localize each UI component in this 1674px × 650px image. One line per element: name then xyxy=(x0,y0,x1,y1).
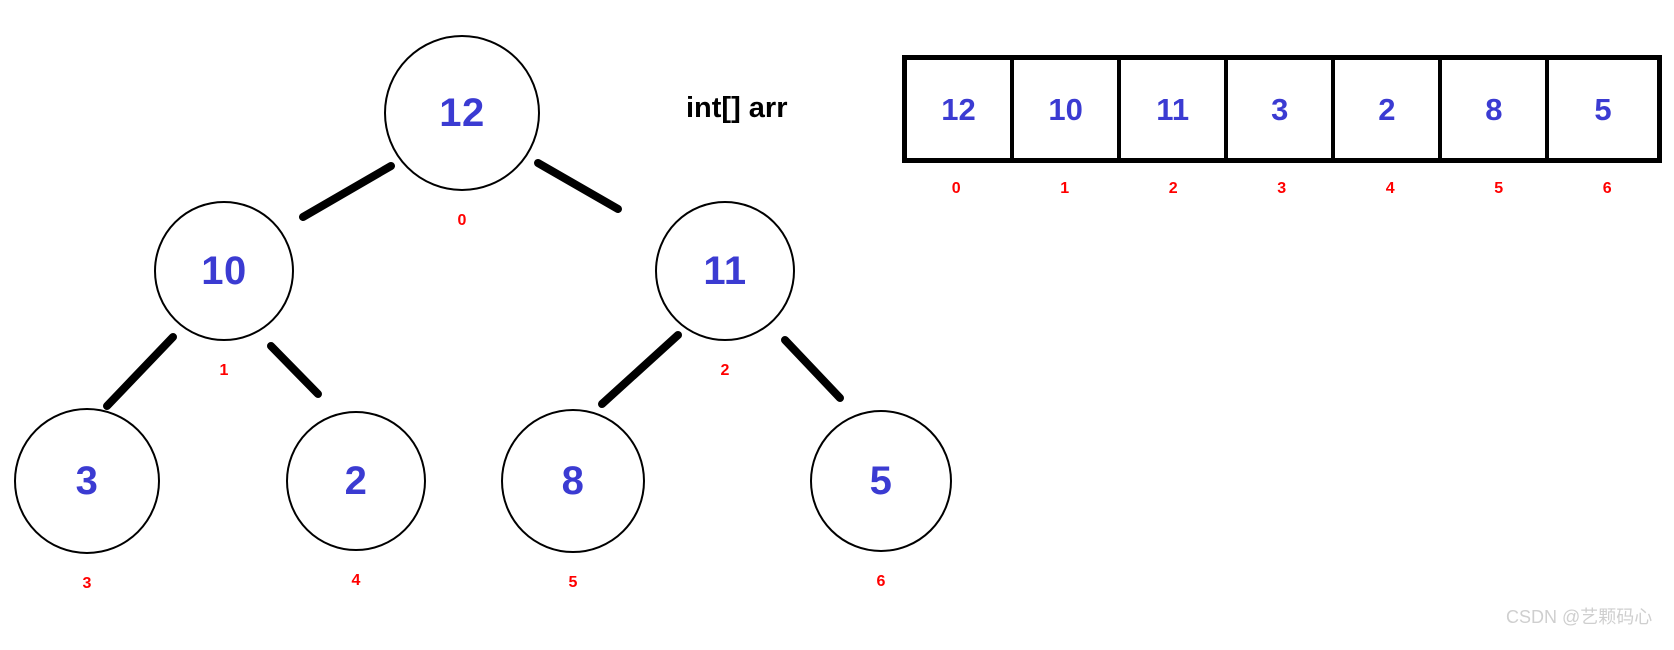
tree-node-2: 11 xyxy=(655,201,795,341)
array-cell-5: 8 xyxy=(1442,60,1550,158)
tree-node-4: 2 xyxy=(286,411,426,551)
array-cell-1: 10 xyxy=(1014,60,1122,158)
array-index-1: 1 xyxy=(1060,180,1070,197)
tree-edge-1-4 xyxy=(267,342,322,398)
tree-node-index-0: 0 xyxy=(457,212,467,229)
array-index-2: 2 xyxy=(1168,180,1178,197)
tree-node-value: 12 xyxy=(439,91,485,135)
array-cell-value: 10 xyxy=(1048,91,1083,127)
tree-node-index-1: 1 xyxy=(219,362,229,379)
array-index-6: 6 xyxy=(1602,180,1612,197)
tree-node-6: 5 xyxy=(810,410,952,552)
array-cell-4: 2 xyxy=(1335,60,1443,158)
tree-node-value: 2 xyxy=(344,459,368,503)
array-cell-value: 2 xyxy=(1378,91,1396,127)
tree-node-index-3: 3 xyxy=(82,575,92,592)
tree-node-index-2: 2 xyxy=(720,362,730,379)
tree-node-value: 10 xyxy=(201,249,247,293)
array-cell-6: 5 xyxy=(1549,60,1656,158)
tree-node-1: 10 xyxy=(154,201,294,341)
array-index-3: 3 xyxy=(1277,180,1287,197)
array-cell-value: 3 xyxy=(1271,91,1289,127)
array-cell-value: 11 xyxy=(1156,91,1190,127)
array-cell-value: 5 xyxy=(1594,91,1612,127)
array-box: 12 10 11 3 2 8 5 xyxy=(902,55,1662,163)
array-index-4: 4 xyxy=(1385,180,1395,197)
array-cell-0: 12 xyxy=(907,60,1015,158)
array-cell-3: 3 xyxy=(1228,60,1336,158)
tree-edge-2-5 xyxy=(598,331,682,408)
tree-node-value: 11 xyxy=(703,249,747,293)
tree-node-5: 8 xyxy=(501,409,645,553)
tree-node-index-4: 4 xyxy=(351,572,361,589)
array-cell-value: 12 xyxy=(941,91,976,127)
array-declaration-label: int[] arr xyxy=(686,92,788,124)
tree-node-index-5: 5 xyxy=(568,574,578,591)
array-cell-value: 8 xyxy=(1485,91,1503,127)
tree-node-0: 12 xyxy=(384,35,540,191)
array-index-0: 0 xyxy=(951,180,961,197)
tree-edge-0-2 xyxy=(534,159,622,213)
array-index-row: 0 1 2 3 4 5 6 xyxy=(902,181,1662,197)
tree-node-3: 3 xyxy=(14,408,160,554)
watermark-text: CSDN @艺颗码心 xyxy=(1506,607,1653,627)
tree-edge-1-3 xyxy=(103,333,177,410)
tree-node-index-6: 6 xyxy=(876,573,886,590)
tree-node-value: 3 xyxy=(75,459,99,503)
array-cell-2: 11 xyxy=(1121,60,1229,158)
tree-node-value: 8 xyxy=(561,459,585,503)
tree-node-value: 5 xyxy=(869,459,893,503)
tree-edge-0-1 xyxy=(299,162,395,221)
array-index-5: 5 xyxy=(1494,180,1504,197)
tree-edge-2-6 xyxy=(781,336,844,402)
